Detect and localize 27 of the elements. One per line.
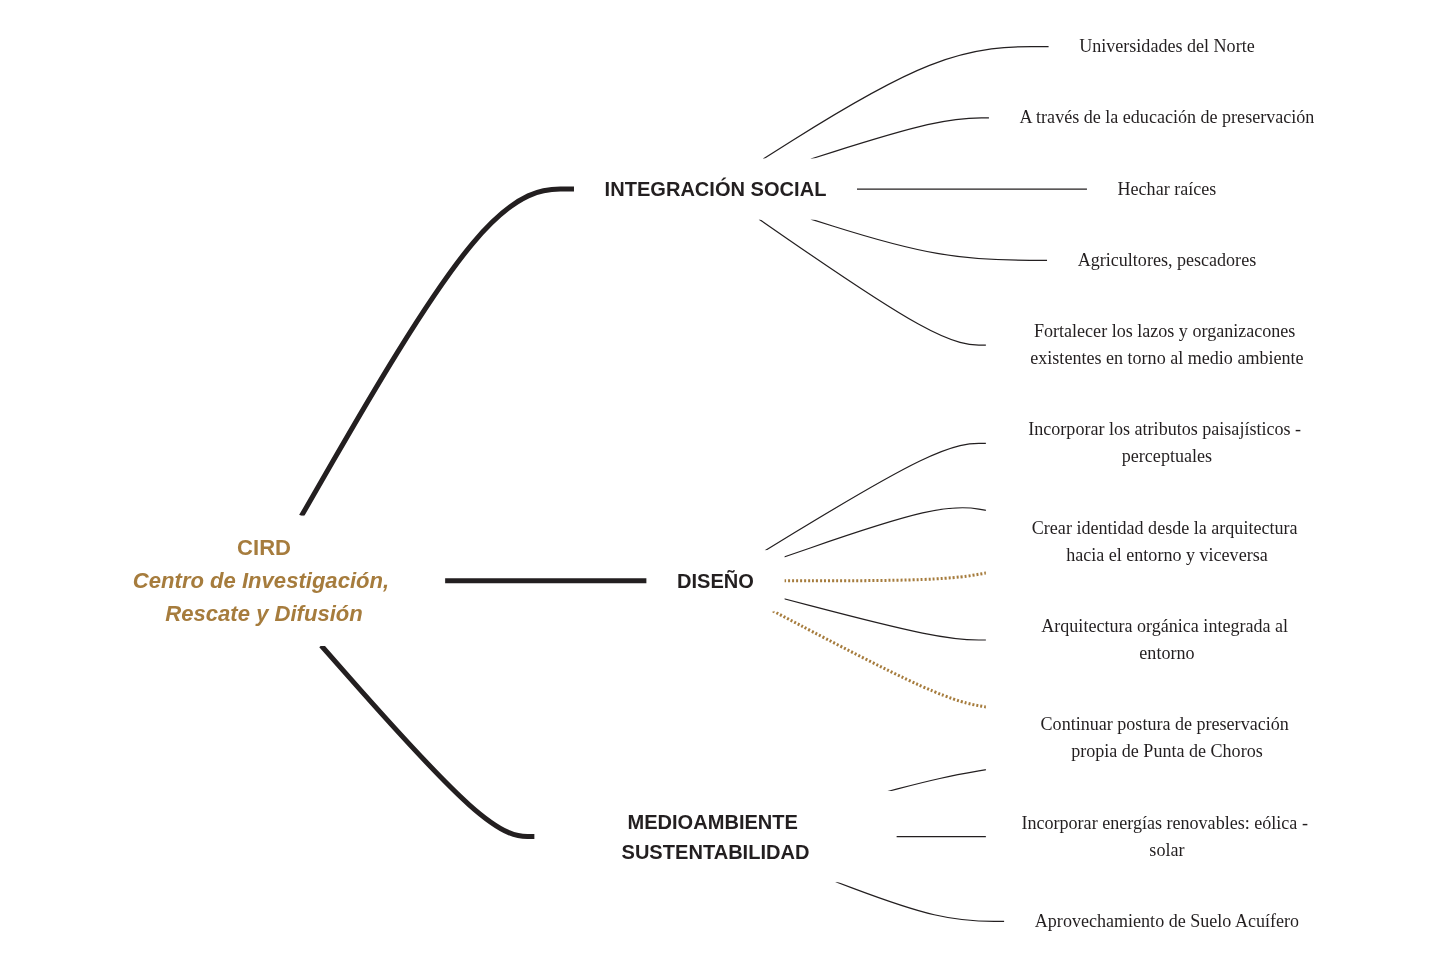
connector [299, 186, 575, 518]
connector [895, 836, 987, 838]
connector [764, 442, 987, 552]
node-text: INTEGRACIÓN SOCIAL [604, 178, 827, 201]
connector [855, 188, 1089, 190]
node-text: Continuar postura de preservación propia de Punta de Choros [1040, 714, 1289, 762]
connector [784, 571, 987, 583]
node-text: CIRD Centro de Investigación, Rescate y Difusión [132, 535, 390, 627]
node-text: A través de la educación de preservación [1019, 107, 1315, 128]
connector [783, 507, 987, 558]
connector [762, 46, 1050, 160]
node-text: Agricultores, pescadores [1077, 249, 1257, 270]
node-text: Hechar raíces [1117, 178, 1217, 199]
connector [835, 881, 1006, 922]
node-text: Universidades del Norte [1079, 36, 1255, 57]
node-text: Incorporar energías renovables: eólica - solar [1021, 812, 1308, 860]
connector [758, 218, 987, 346]
connector [444, 578, 647, 584]
connector [772, 609, 987, 709]
node-text: Fortalecer los lazos y organizacones existentes en torno al medio ambiente [1030, 320, 1304, 369]
node-text: Incorporar los atributos paisajísticos - perceptuales [1028, 419, 1302, 467]
node-text: MEDIOAMBIENTE SUSTENTABILIDAD [621, 810, 810, 863]
connector [783, 598, 987, 641]
node-text: Arquitectura orgánica integrada al entorno [1041, 615, 1289, 664]
node-text: Crear identidad desde la arquitectura hacia el entorno y viceversa [1031, 517, 1298, 565]
node-text: DISEÑO [677, 569, 754, 592]
node-text: Aprovechamiento de Suelo Acuífero [1034, 910, 1300, 931]
